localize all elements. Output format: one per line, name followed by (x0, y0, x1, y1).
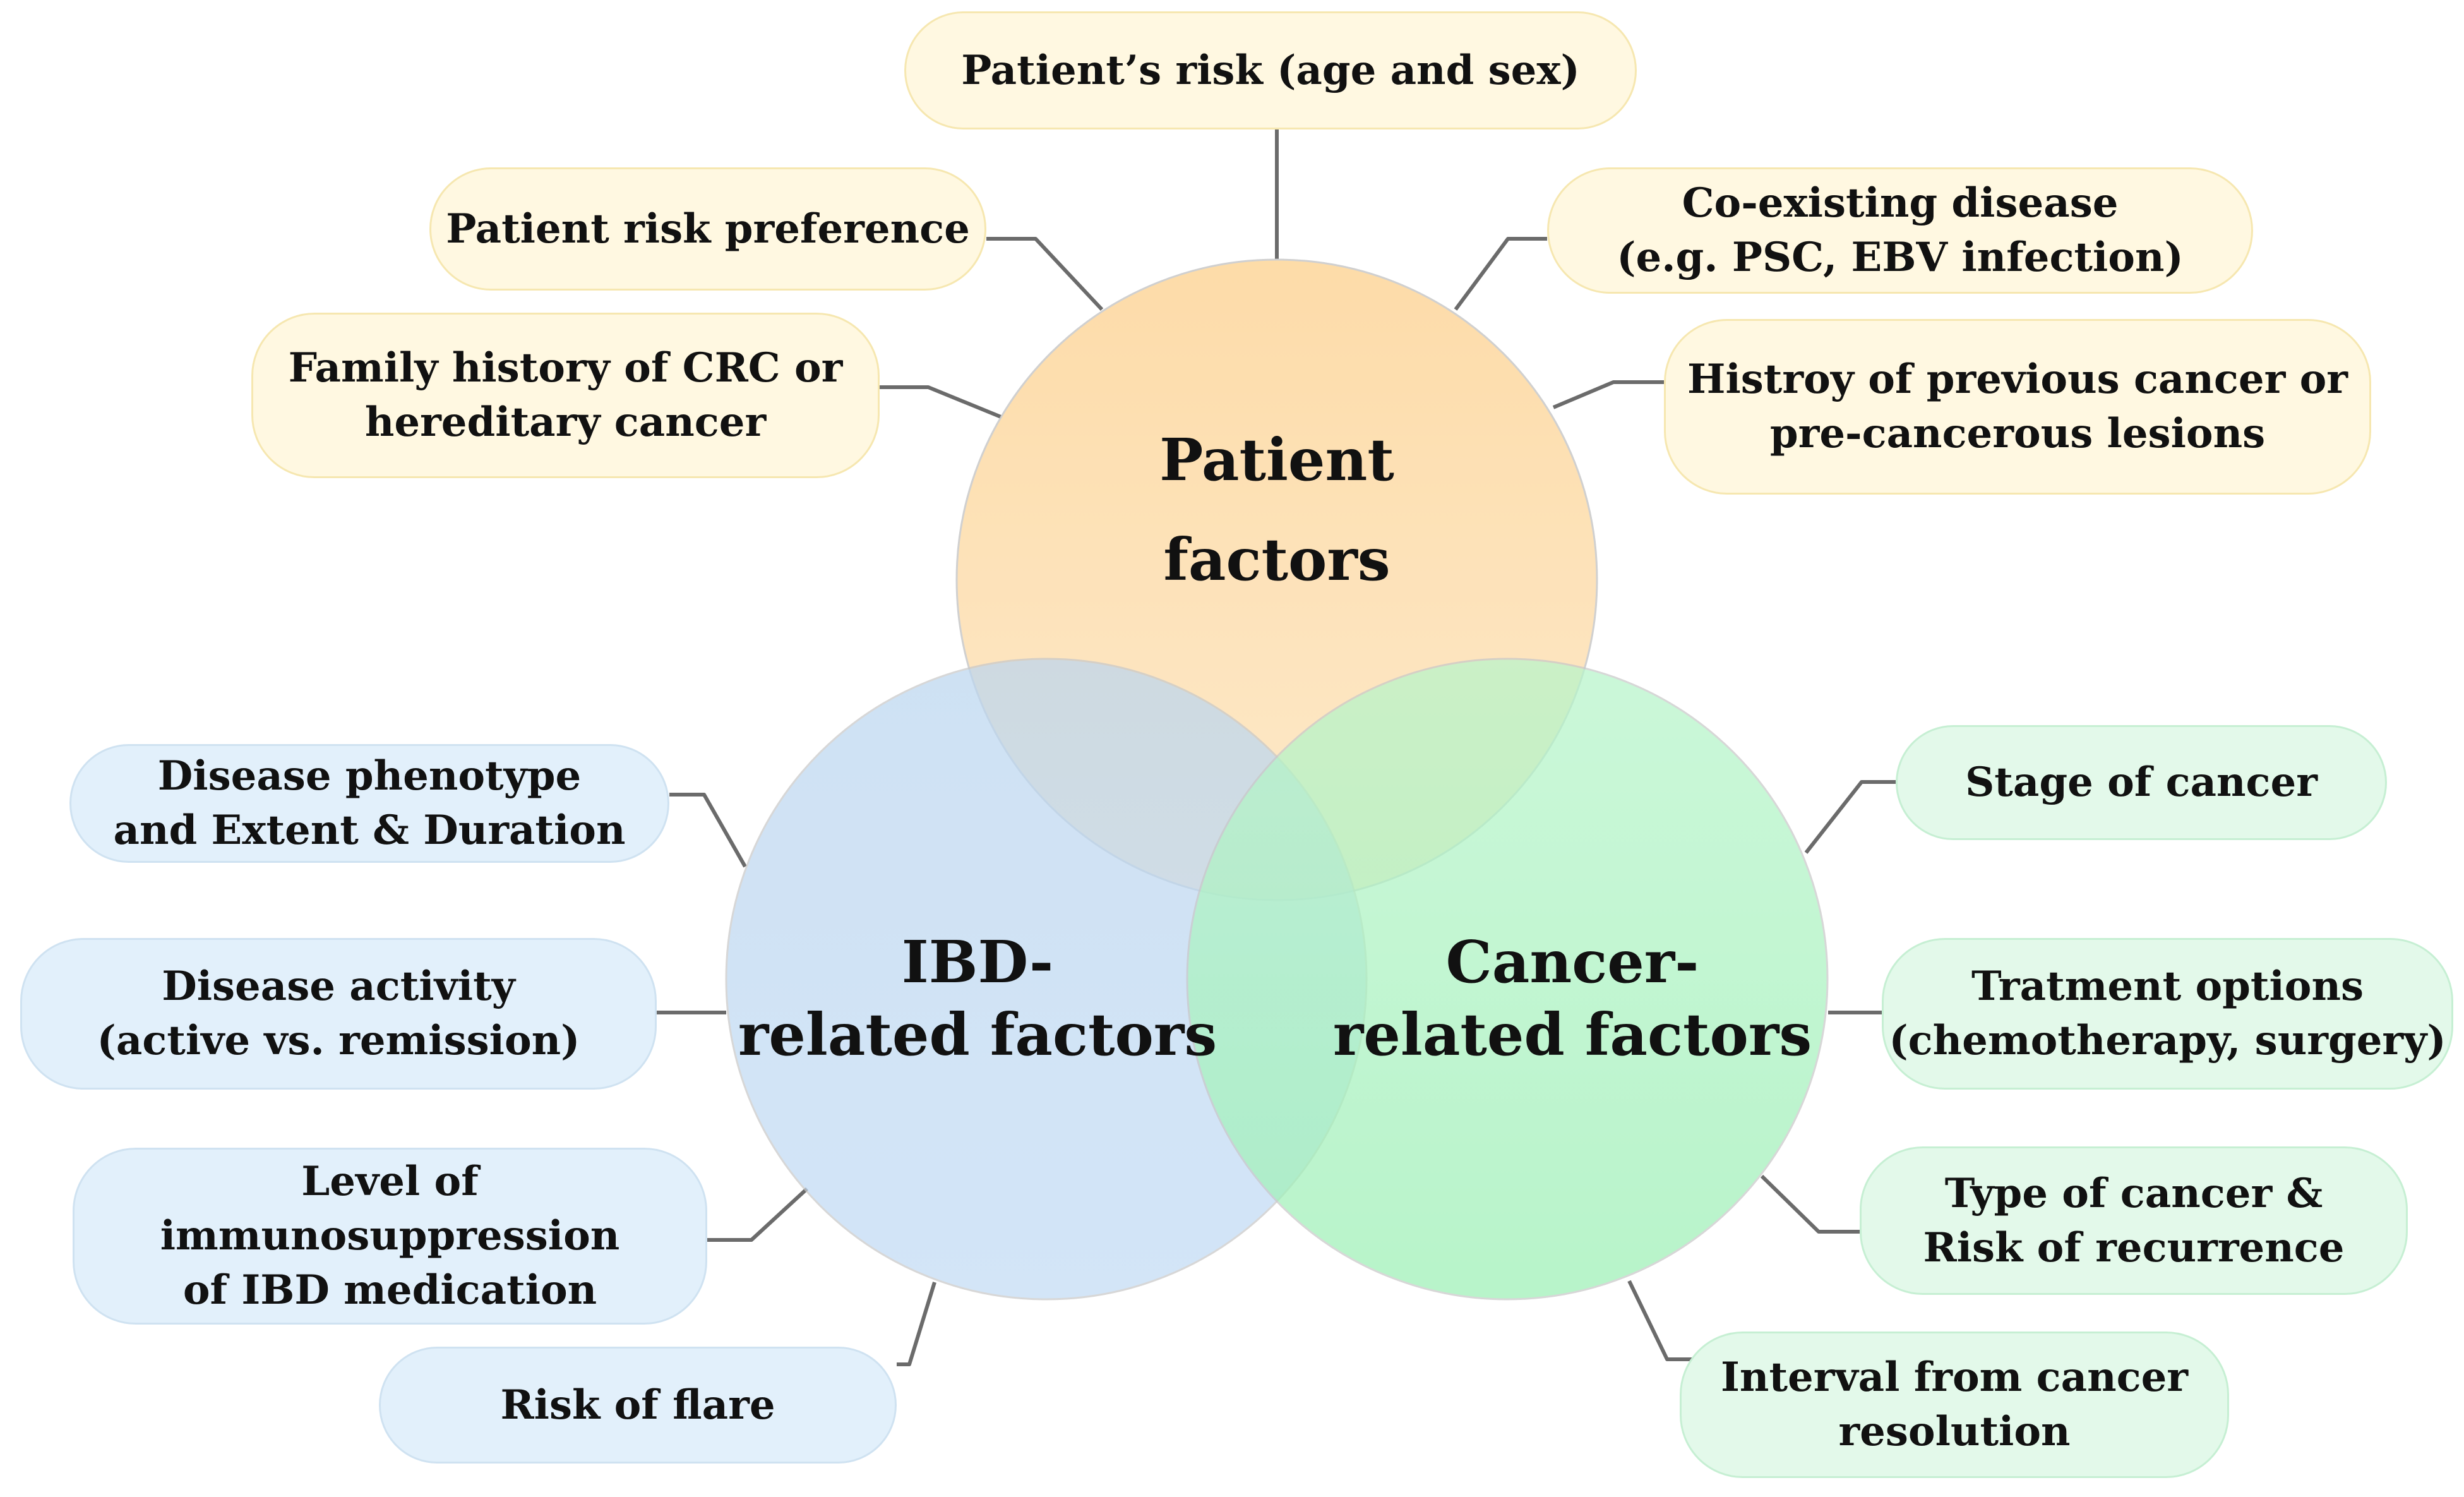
patient-factors-label-line2: factors (1163, 526, 1390, 594)
connector-stage-cancer (1804, 780, 1896, 854)
box-treatment-options: Tratment options (chemotherapy, surgery) (1882, 938, 2453, 1090)
connector-risk-flare (897, 1282, 936, 1366)
text-stage-cancer: Stage of cancer (1965, 759, 2317, 806)
box-stage-cancer: Stage of cancer (1896, 725, 2387, 840)
connector-coexisting-disease (1454, 237, 1547, 311)
connectors (657, 129, 1896, 1366)
cancer-factors-circle (1186, 658, 1829, 1301)
box-risk-flare: Risk of flare (379, 1347, 897, 1464)
cancer-factors-label-line2: related factors (1333, 1001, 1812, 1069)
ibd-factors-label-line2: related factors (738, 1001, 1217, 1069)
connector-interval-resolution (1627, 1280, 1692, 1361)
box-immunosuppression: Level of immunosuppression of IBD medica… (73, 1148, 707, 1325)
text-treatment-options: Tratment options (chemotherapy, surgery) (1889, 963, 2446, 1064)
text-risk-preference: Patient risk preference (446, 205, 970, 253)
box-coexisting-disease: Co-existing disease (e.g. PSC, EBV infec… (1547, 167, 2253, 294)
venn-circles (725, 258, 1829, 1301)
box-type-cancer: Type of cancer & Risk of recurrence (1860, 1146, 2408, 1295)
box-history-previous: Histroy of previous cancer or pre-cancer… (1664, 319, 2371, 495)
text-patient-risk: Patient’s risk (age and sex) (961, 46, 1580, 94)
text-type-cancer: Type of cancer & Risk of recurrence (1923, 1169, 2345, 1272)
connector-history-previous (1552, 380, 1664, 409)
connector-risk-preference (986, 237, 1104, 311)
box-risk-preference: Patient risk preference (429, 167, 986, 291)
box-disease-activity: Disease activity (active vs. remission) (20, 938, 657, 1090)
text-history-previous: Histroy of previous cancer or pre-cancer… (1687, 356, 2348, 457)
text-family-history: Family history of CRC or hereditary canc… (288, 344, 843, 446)
connector-disease-phenotype (669, 793, 747, 868)
connector-family-history (880, 385, 1002, 419)
connector-type-cancer (1760, 1174, 1860, 1234)
patient-factors-label-line1: Patient (1159, 426, 1394, 494)
text-interval-resolution: Interval from cancer resolution (1720, 1354, 2189, 1455)
box-family-history: Family history of CRC or hereditary canc… (251, 313, 880, 478)
text-risk-flare: Risk of flare (500, 1381, 775, 1429)
box-disease-phenotype: Disease phenotype and Extent & Duration (69, 744, 669, 863)
connector-immunosuppression (707, 1187, 809, 1242)
box-interval-resolution: Interval from cancer resolution (1680, 1332, 2229, 1478)
box-patient-risk: Patient’s risk (age and sex) (904, 11, 1637, 129)
text-immunosuppression: Level of immunosuppression of IBD medica… (160, 1158, 620, 1314)
ibd-factors-label-line1: IBD- (902, 928, 1053, 996)
cancer-factors-label-line1: Cancer- (1446, 928, 1699, 996)
text-disease-activity: Disease activity (active vs. remission) (97, 963, 580, 1064)
text-coexisting-disease: Co-existing disease (e.g. PSC, EBV infec… (1617, 179, 2184, 281)
text-disease-phenotype: Disease phenotype and Extent & Duration (113, 752, 626, 854)
